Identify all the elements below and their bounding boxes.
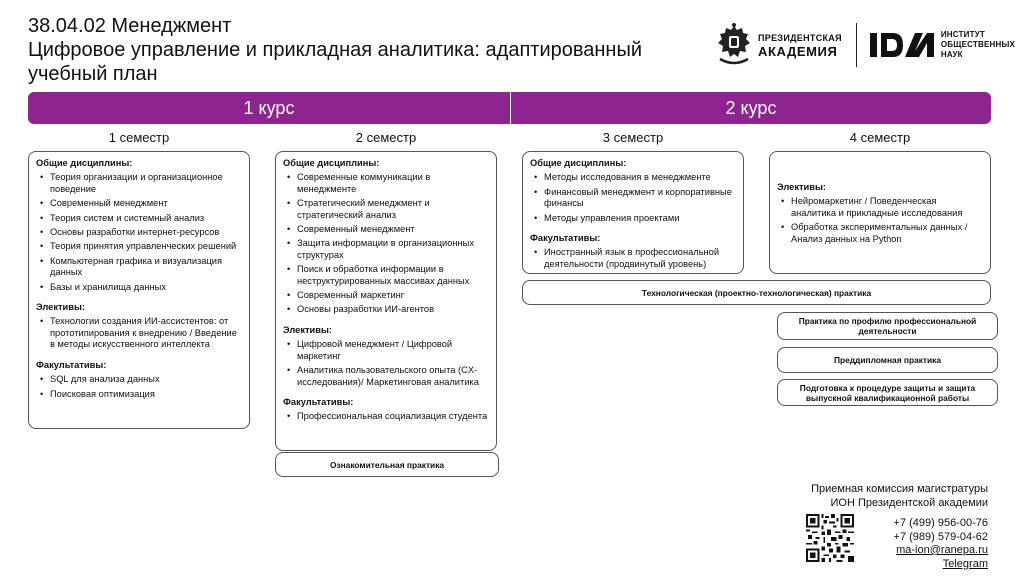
contacts-block: Приемная комиссия магистратуры ИОН Прези… [811, 483, 988, 571]
semester-1-label: 1 семестр [108, 130, 170, 145]
contacts-line2: ИОН Президентской академии [830, 496, 988, 509]
list-item: Современный менеджмент [283, 224, 488, 236]
practice-thesis-defense: Подготовка к процедуре защиты и защита в… [777, 379, 998, 406]
list-item: Методы исследования в менеджменте [530, 172, 735, 184]
semester-4-label: 4 семестр [849, 130, 911, 145]
optional-list: Профессиональная социализация студента [283, 411, 488, 423]
logo-divider [855, 23, 857, 67]
phone-2[interactable]: +7 (989) 579-04-62 [893, 530, 988, 543]
semester-2-label: 2 семестр [355, 130, 417, 145]
practice-prediploma: Преддипломная практика [777, 347, 998, 373]
course-1-header: 1 курс [28, 92, 510, 124]
section-title: Факультативы: [36, 359, 107, 370]
list-item: SQL для анализа данных [36, 374, 241, 386]
logos: ПРЕЗИДЕНТСКАЯ АКАДЕМИЯ ИНСТИТУТ ОБЩЕСТВЕ… [716, 20, 1015, 70]
list-item: Обработка экспериментальных данных / Ана… [777, 222, 982, 245]
list-item: Цифровой менеджмент / Цифровой маркетинг [283, 339, 488, 362]
section-title: Элективы: [283, 324, 333, 335]
general-disciplines-list: Современные коммуникации в менеджменте С… [283, 172, 488, 316]
electives-list: Нейромаркетинг / Поведенческая аналитика… [777, 196, 982, 245]
section-title: Элективы: [777, 182, 827, 192]
semester-3-label: 3 семестр [602, 130, 664, 145]
qr-code-icon[interactable] [806, 514, 854, 562]
email-link[interactable]: ma-ion@ranepa.ru [896, 544, 988, 556]
practice-profile: Практика по профилю профессиональной дея… [777, 312, 998, 340]
general-disciplines-list: Теория организации и организационное пов… [36, 172, 241, 293]
electives-list: Цифровой менеджмент / Цифровой маркетинг… [283, 339, 488, 388]
program-title-line1: Цифровое управление и прикладная аналити… [28, 39, 643, 61]
list-item: Профессиональная социализация студента [283, 411, 488, 423]
list-item: Современные коммуникации в менеджменте [283, 172, 488, 195]
section-title: Факультативы: [283, 396, 354, 407]
semester-2-box: Общие дисциплины: Современные коммуникац… [275, 151, 497, 451]
practice-introductory: Ознакомительная практика [275, 452, 499, 477]
list-item: Теория принятия управленческих решений [36, 241, 241, 253]
phone-1[interactable]: +7 (499) 956-00-76 [893, 517, 988, 529]
presidential-academy-wordmark: ПРЕЗИДЕНТСКАЯ АКАДЕМИЯ [758, 33, 842, 59]
list-item: Защита информации в организационных стру… [283, 238, 488, 261]
list-item: Теория систем и системный анализ [36, 213, 241, 225]
list-item: Методы управления проектами [530, 213, 735, 225]
telegram-link[interactable]: Telegram [942, 557, 988, 570]
double-headed-eagle-emblem-icon [718, 23, 750, 65]
list-item: Поисковая оптимизация [36, 389, 241, 401]
list-item: Компьютерная графика и визуализация данн… [36, 256, 241, 279]
list-item: Базы и хранилища данных [36, 282, 241, 294]
program-code: 38.04.02 Менеджмент [28, 15, 232, 37]
list-item: Теория организации и организационное пов… [36, 172, 241, 195]
list-item: Технологии создания ИИ-ассистентов: от п… [36, 316, 241, 350]
semester-3-box: Общие дисциплины: Методы исследования в … [522, 151, 744, 274]
list-item: Поиск и обработка информации в неструкту… [283, 264, 488, 287]
general-disciplines-list: Методы исследования в менеджменте Финанс… [530, 172, 735, 224]
semester-1-box: Общие дисциплины: Теория организации и о… [28, 151, 250, 429]
list-item: Современный менеджмент [36, 198, 241, 210]
list-item: Основы разработки ИИ-агентов [283, 304, 488, 316]
ion-wordmark: ИНСТИТУТ ОБЩЕСТВЕННЫХ НАУК [940, 30, 1016, 59]
list-item: Стратегический менеджмент и стратегическ… [283, 198, 488, 221]
section-title: Факультативы: [530, 233, 601, 244]
practice-technological: Технологическая (проектно-технологическа… [522, 280, 991, 305]
ion-logo-icon [869, 33, 934, 57]
list-item: Основы разработки интернет-ресурсов [36, 227, 241, 239]
section-title: Общие дисциплины: [283, 158, 380, 168]
list-item: Финансовый менеджмент и корпоративные фи… [530, 187, 735, 210]
section-title: Общие дисциплины: [36, 158, 133, 168]
page-title: 38.04.02 Менеджмент Цифровое управление … [28, 14, 688, 86]
semester-4-box: Элективы: Нейромаркетинг / Поведенческая… [769, 151, 991, 274]
section-title: Общие дисциплины: [530, 158, 627, 168]
list-item: Нейромаркетинг / Поведенческая аналитика… [777, 196, 982, 219]
course-2-header: 2 курс [511, 92, 991, 124]
program-title-line2: учебный план [28, 63, 158, 85]
list-item: Иностранный язык в профессиональной деят… [530, 247, 735, 270]
list-item: Современный маркетинг [283, 290, 488, 302]
optional-list: SQL для анализа данных Поисковая оптимиз… [36, 374, 241, 400]
contacts-line1: Приемная комиссия магистратуры [811, 483, 988, 495]
electives-list: Технологии создания ИИ-ассистентов: от п… [36, 316, 241, 350]
optional-list: Иностранный язык в профессиональной деят… [530, 247, 735, 270]
section-title: Элективы: [36, 302, 86, 313]
list-item: Аналитика пользовательского опыта (CX-ис… [283, 365, 488, 388]
